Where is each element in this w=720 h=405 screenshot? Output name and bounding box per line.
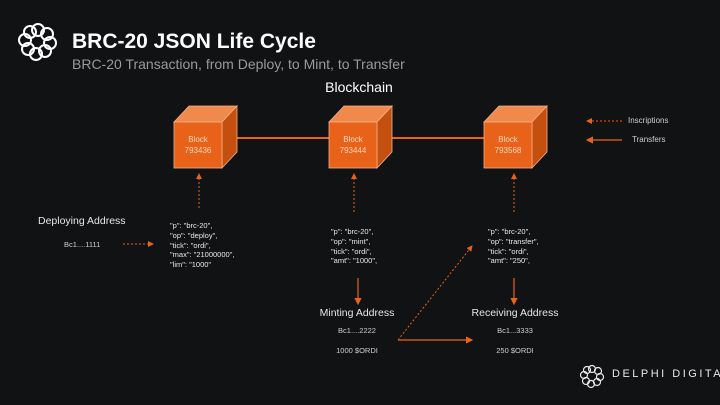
block-number: 793568 — [494, 146, 522, 155]
deploying-address-title: Deploying Address — [38, 215, 126, 227]
block-cube-2 — [328, 104, 393, 170]
block-label-3: Block 793568 — [484, 134, 532, 156]
chain-title: Blockchain — [325, 79, 393, 95]
block-label-1: Block 793436 — [174, 134, 222, 156]
receiving-address-title: Receiving Address — [471, 307, 559, 319]
block-number: 793444 — [339, 146, 367, 155]
page-subtitle: BRC-20 Transaction, from Deploy, to Mint… — [72, 56, 405, 72]
delphi-knot-icon — [18, 23, 57, 61]
delphi-knot-icon-footer — [579, 364, 605, 389]
minting-address: Bc1....2222 — [338, 326, 376, 335]
legend-inscriptions: Inscriptions — [628, 116, 669, 125]
block-cube-3 — [483, 104, 548, 170]
block-label: Block — [498, 135, 518, 144]
receiving-address: Bc1...3333 — [497, 326, 533, 335]
block-number: 793436 — [184, 146, 212, 155]
deploy-json: "p": "brc-20", "op": "deploy", "tick": "… — [170, 221, 235, 270]
minting-address-title: Minting Address — [319, 307, 395, 319]
block-label-2: Block 793444 — [329, 134, 377, 156]
block-cube-1 — [173, 104, 238, 170]
mint-json: "p": "brc-20", "op": "mint", "tick": "or… — [331, 227, 378, 266]
receiving-balance: 250 $ORDI — [496, 346, 534, 355]
block-label: Block — [343, 135, 363, 144]
minting-balance: 1000 $ORDI — [336, 346, 378, 355]
legend-transfers: Transfers — [632, 135, 666, 144]
deploying-address: Bc1....1111 — [64, 240, 101, 249]
block-label: Block — [188, 135, 208, 144]
brand-name: DELPHI DIGITAL — [612, 368, 720, 380]
page-title: BRC-20 JSON Life Cycle — [72, 30, 316, 53]
transfer-json: "p": "brc-20", "op": "transfer", "tick":… — [488, 227, 539, 266]
